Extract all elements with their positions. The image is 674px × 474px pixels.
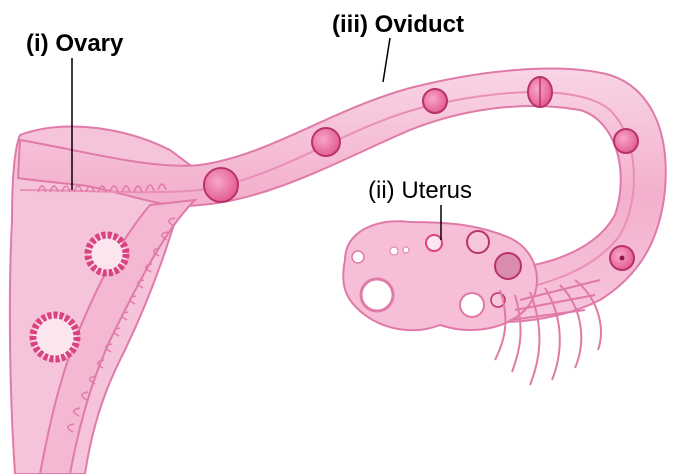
follicle [88, 235, 126, 273]
morula [204, 168, 238, 202]
ovary-follicle [467, 231, 489, 253]
cluster-small [423, 89, 447, 113]
ovary-follicle [426, 235, 442, 251]
oviduct-label: (iii) Oviduct [332, 13, 464, 37]
zygote [614, 129, 638, 153]
ovary-follicle [361, 279, 393, 311]
ovary-follicle [403, 247, 409, 253]
ovum-nucleus [620, 256, 625, 261]
ovary-follicle [495, 253, 521, 279]
uterus-label: (ii) Uterus [368, 179, 472, 203]
oviduct-leader [383, 38, 390, 82]
ovary-follicle [390, 247, 398, 255]
ovary-follicle [460, 293, 484, 317]
ovary-blob [343, 221, 537, 330]
ovary-follicle [352, 251, 364, 263]
cluster [312, 128, 340, 156]
ovary-label: (i) Ovary [26, 32, 123, 56]
follicle [33, 315, 77, 359]
